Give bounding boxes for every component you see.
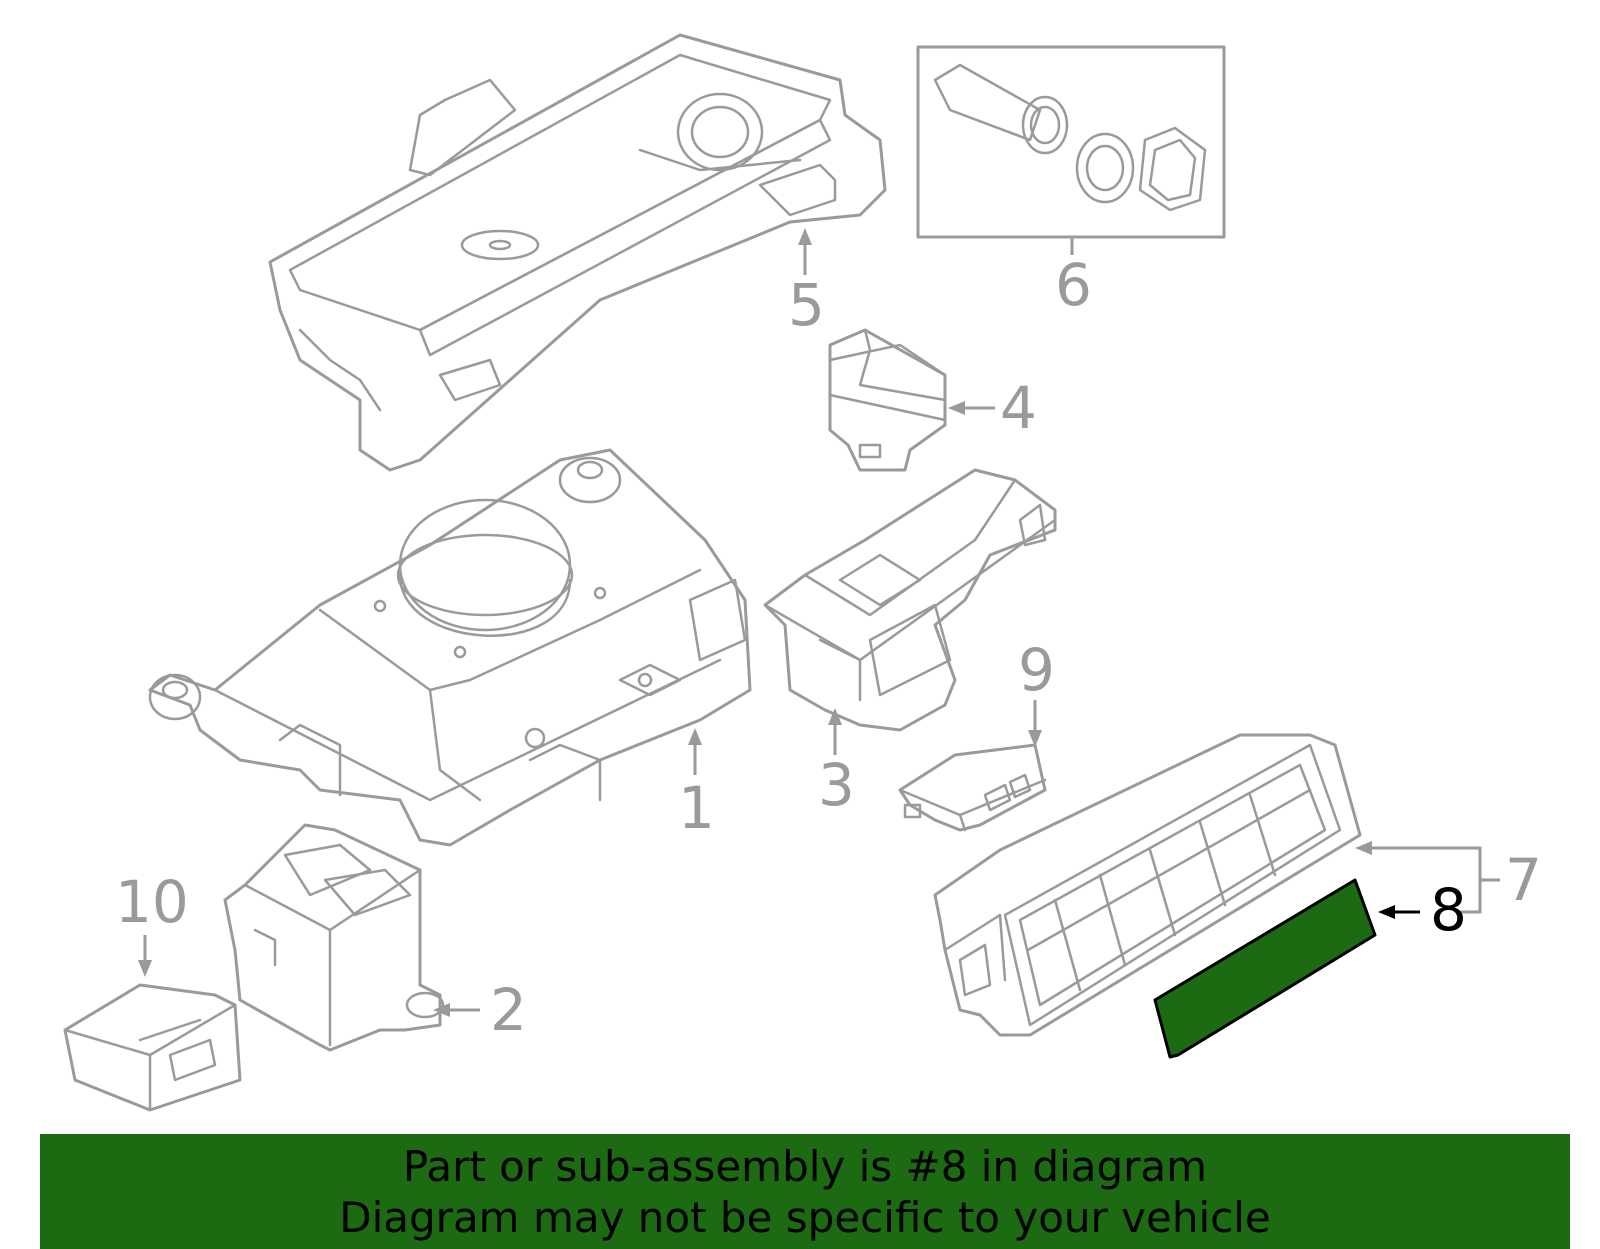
callout-9[interactable]: 9 xyxy=(1018,636,1055,704)
callout-1-leader xyxy=(688,728,702,775)
callout-9-leader xyxy=(1028,700,1042,747)
callout-7[interactable]: 7 xyxy=(1505,846,1542,914)
callout-2-leader xyxy=(433,1003,480,1017)
part-4-switch xyxy=(828,328,947,472)
callout-10[interactable]: 10 xyxy=(115,868,189,936)
part-7-climate-panel xyxy=(933,733,1362,1037)
callout-5[interactable]: 5 xyxy=(788,271,825,339)
callout-5-leader xyxy=(798,228,812,275)
part-2-twin-switch xyxy=(223,823,445,1052)
callout-6[interactable]: 6 xyxy=(1055,251,1092,319)
banner-line-2: Diagram may not be specific to your vehi… xyxy=(339,1192,1271,1242)
callout-8-leader xyxy=(1378,905,1420,919)
callout-1[interactable]: 1 xyxy=(678,774,715,842)
callout-8[interactable]: 8 xyxy=(1430,876,1467,944)
callout-3[interactable]: 3 xyxy=(818,751,855,819)
part-6-box xyxy=(916,45,1226,239)
info-banner: Part or sub-assembly is #8 in diagram Di… xyxy=(40,1134,1570,1249)
callout-4[interactable]: 4 xyxy=(1000,374,1037,442)
part-5-console-tray xyxy=(268,33,887,472)
part-10-module xyxy=(63,983,242,1112)
callout-2[interactable]: 2 xyxy=(490,976,527,1044)
part-1-controller xyxy=(148,448,752,847)
part-8-display-cover xyxy=(1153,878,1377,1059)
callout-7-bracket xyxy=(1355,841,1500,914)
banner-line-1: Part or sub-assembly is #8 in diagram xyxy=(402,1141,1208,1191)
callout-3-leader xyxy=(828,708,842,755)
callout-10-leader xyxy=(138,935,152,977)
part-3-switch-block xyxy=(763,468,1057,732)
part-9-button xyxy=(898,743,1047,832)
callout-4-leader xyxy=(948,401,995,415)
